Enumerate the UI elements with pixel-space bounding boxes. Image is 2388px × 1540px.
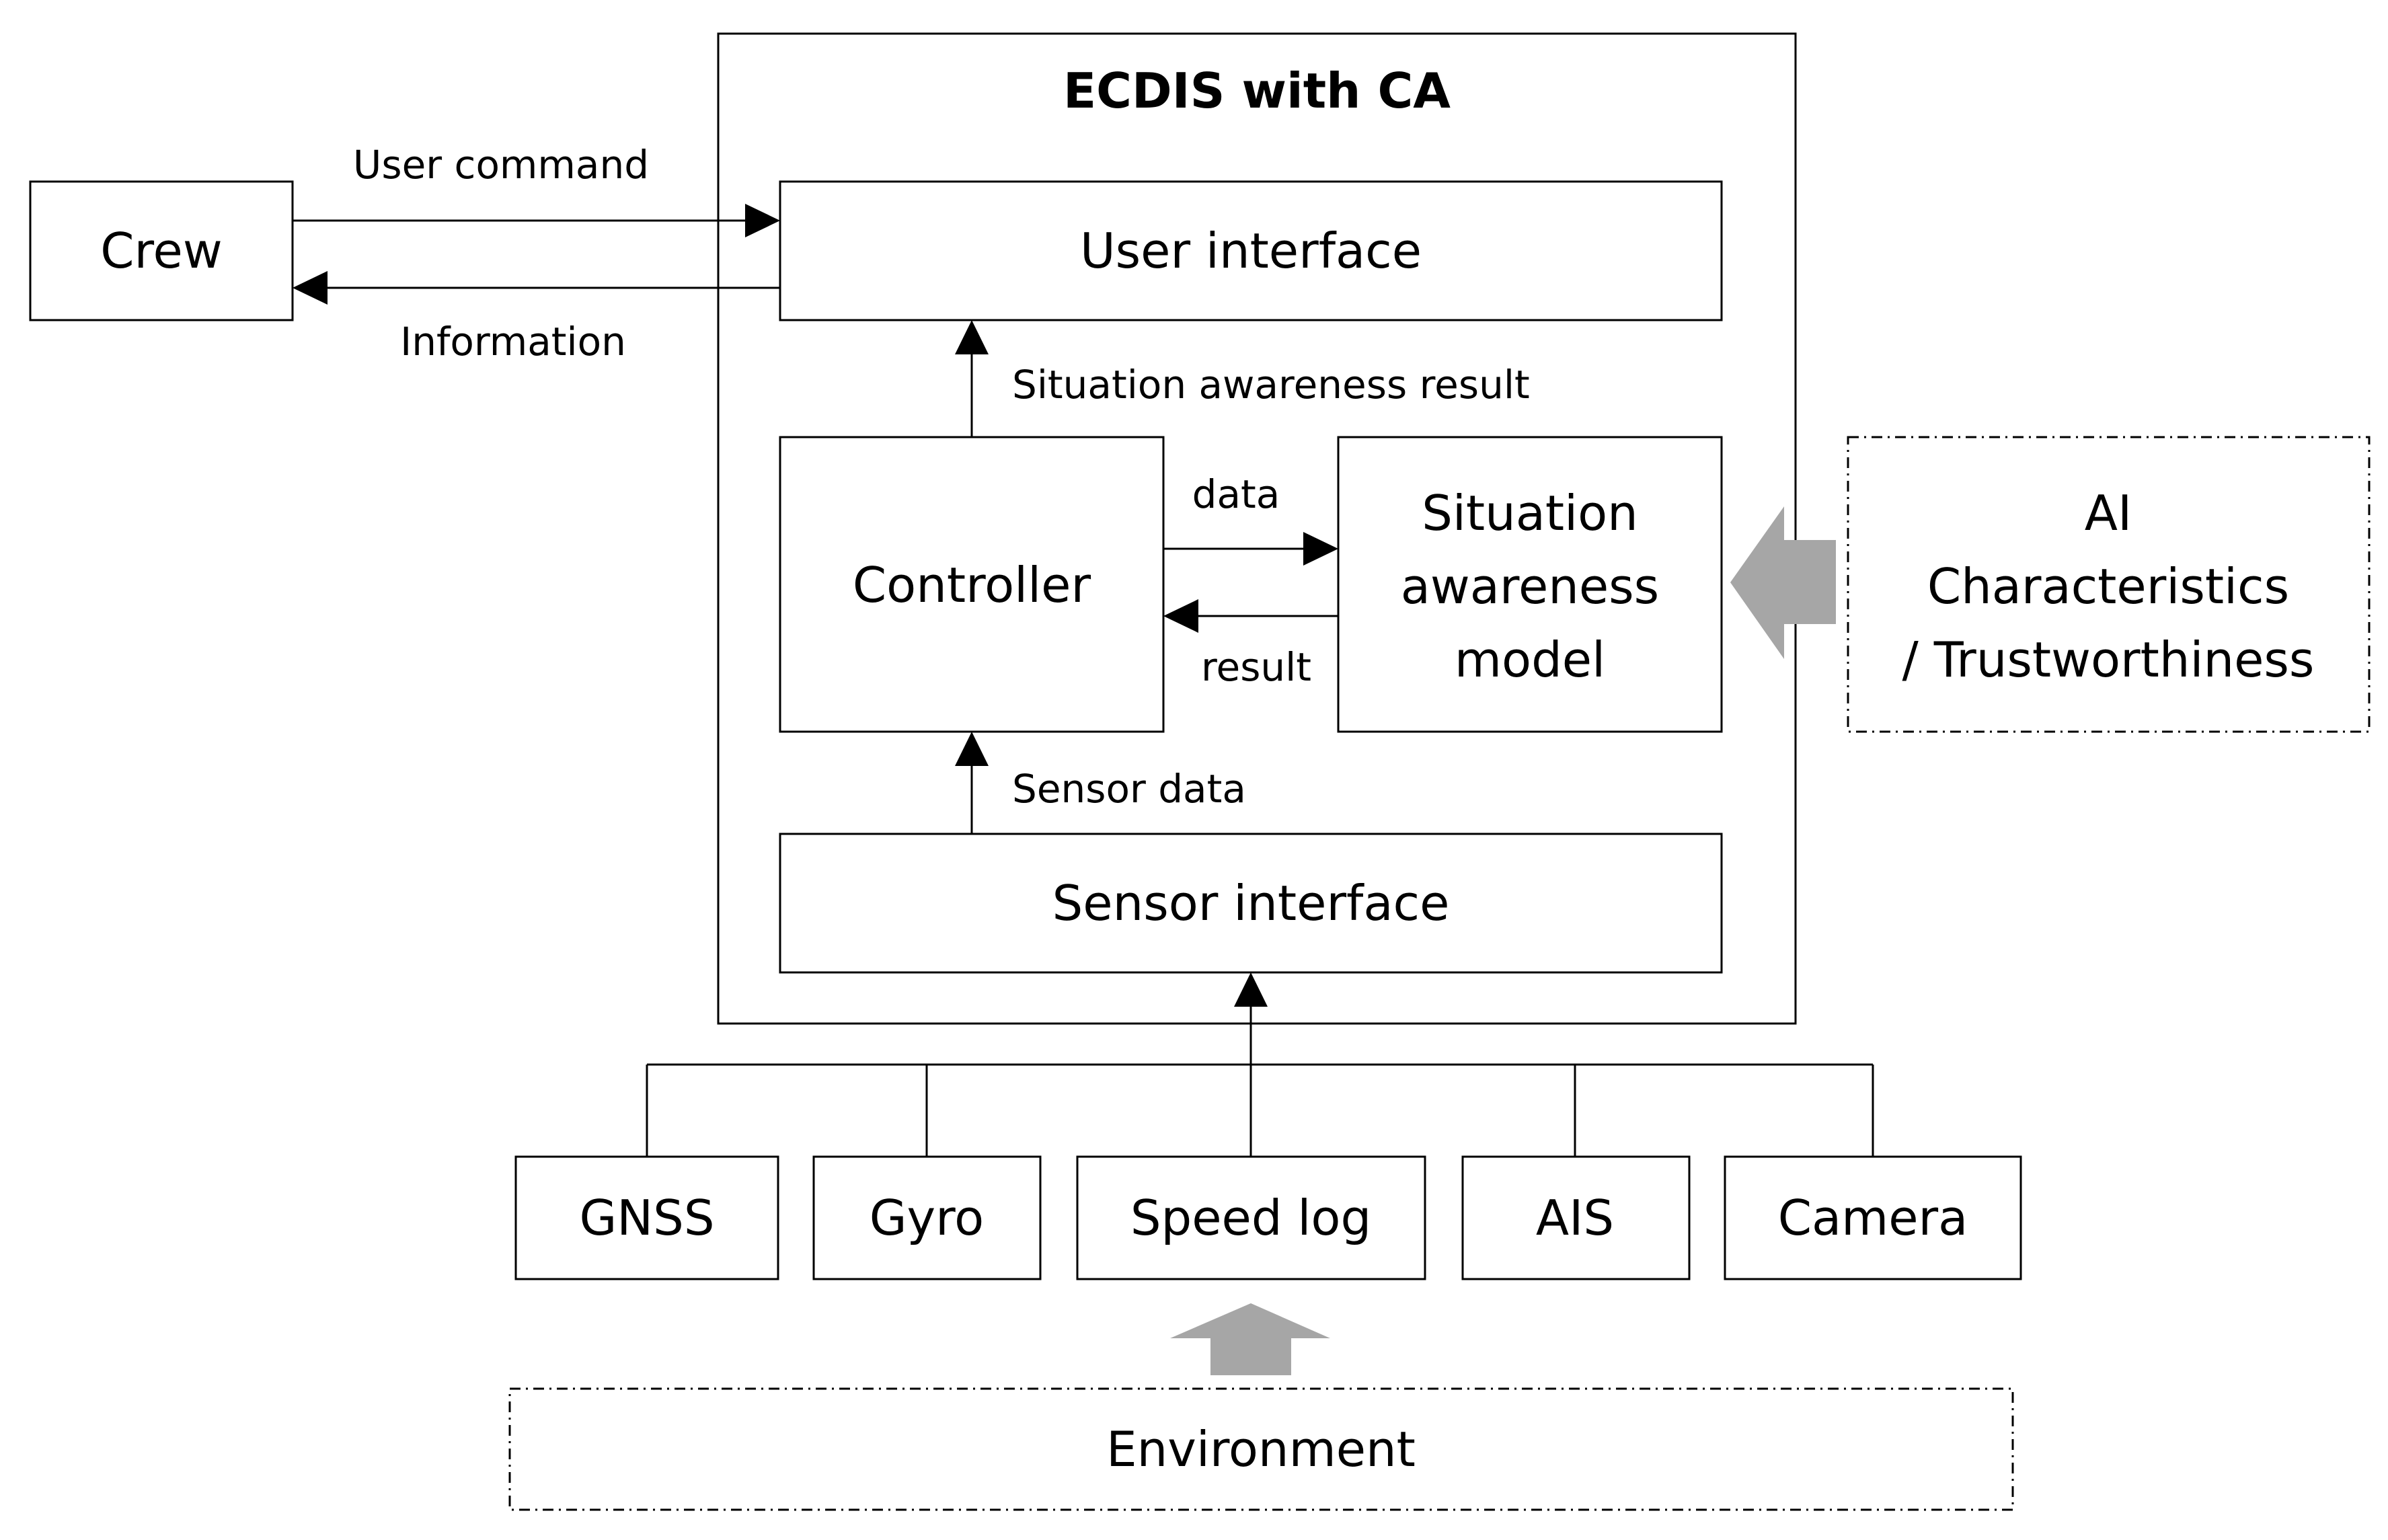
user-command-arrow-head (745, 204, 780, 237)
sa-model-line-1: Situation (1422, 485, 1638, 541)
data-label: data (1192, 471, 1280, 517)
ai-line-2: Characteristics (1927, 558, 2289, 615)
sa-result-label: Situation awareness result (1012, 362, 1530, 408)
information-arrow-head (293, 271, 328, 305)
environment-box[interactable] (508, 1387, 2014, 1511)
result-arrow-head (1163, 599, 1198, 633)
environment-label: Environment (1106, 1421, 1416, 1477)
sa-model-line-2: awareness (1401, 558, 1659, 615)
information-label: Information (400, 319, 626, 364)
user-interface-box[interactable] (779, 180, 1723, 321)
user-command-label: User command (353, 142, 649, 188)
system-title: ECDIS with CA (1063, 63, 1451, 119)
sensor-ais-label: AIS (1536, 1190, 1614, 1246)
ai-line-3: / Trustworthiness (1902, 631, 2315, 688)
data-arrow-head (1303, 532, 1338, 566)
user-interface-label: User interface (1080, 223, 1422, 279)
ai-line-1: AI (2085, 485, 2132, 541)
result-label: result (1201, 644, 1311, 690)
sensor-speed-log-box[interactable] (1076, 1155, 1426, 1280)
sensor-gyro-label: Gyro (870, 1190, 984, 1246)
sensor-data-arrow-head (955, 732, 989, 766)
sa-model-line-3: model (1455, 631, 1605, 688)
sensor-camera-label: Camera (1778, 1190, 1968, 1246)
sensor-interface-box[interactable] (779, 833, 1723, 974)
environment-influence-arrow (1170, 1303, 1330, 1375)
sensor-gnss-box[interactable] (514, 1155, 779, 1280)
sensor-gyro-box[interactable] (812, 1155, 1042, 1280)
sensor-camera-box[interactable] (1724, 1155, 2022, 1280)
ai-characteristics-box[interactable] (1847, 436, 2371, 733)
sensor-gnss-label: GNSS (579, 1190, 714, 1246)
sensor-speed-log-label: Speed log (1130, 1190, 1371, 1246)
bus-to-interface-arrow-head (1234, 972, 1268, 1007)
controller-box[interactable] (779, 436, 1165, 733)
sensor-interface-label: Sensor interface (1052, 875, 1450, 931)
crew-label: Crew (100, 223, 222, 279)
ai-influence-arrow (1730, 506, 1836, 659)
controller-label: Controller (853, 557, 1091, 613)
sa-result-arrow-head (955, 320, 989, 354)
sensor-data-label: Sensor data (1012, 766, 1246, 812)
sensor-ais-box[interactable] (1461, 1155, 1691, 1280)
sa-model-box[interactable] (1337, 436, 1723, 733)
crew-box[interactable] (29, 180, 294, 321)
